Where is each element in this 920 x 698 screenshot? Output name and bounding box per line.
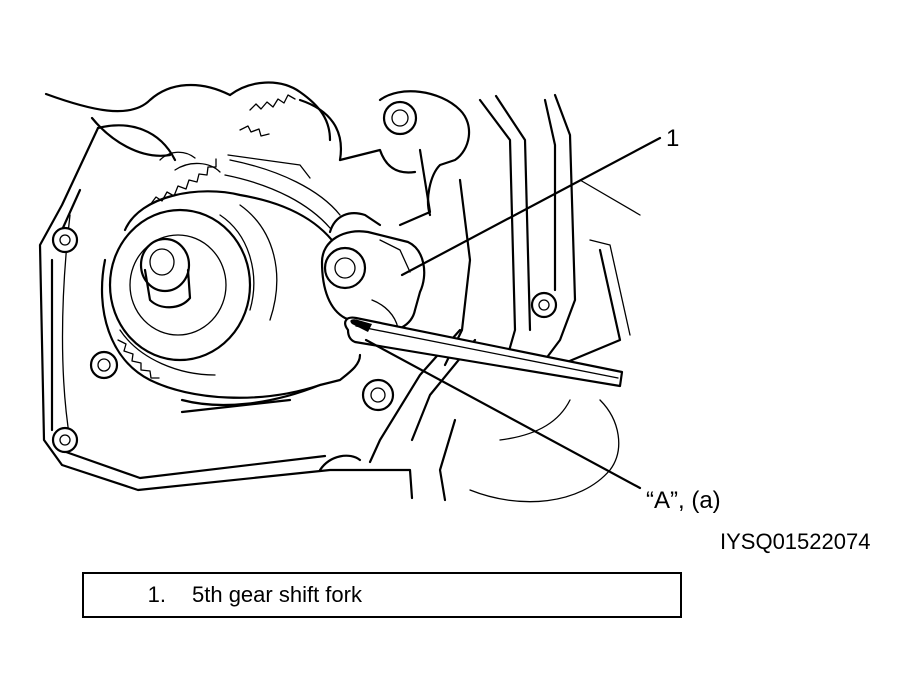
gear-teeth-upper	[149, 94, 296, 206]
case-bolt-holes	[51, 226, 558, 454]
leader-lines	[364, 136, 662, 490]
transmission-illustration: 1 “A”, (a) IYSQ01522074	[38, 81, 870, 554]
legend-item-number: 1.	[147, 582, 166, 607]
callout-part-1: 1	[666, 125, 679, 152]
callout-point-a: “A”, (a)	[646, 487, 721, 514]
shift-fork	[320, 212, 426, 333]
feeler-gauge	[344, 316, 624, 388]
upper-lug	[338, 90, 471, 227]
legend-item-label: 5th gear shift fork	[192, 582, 362, 607]
housing-ribs	[318, 93, 641, 503]
technician-hand	[44, 81, 343, 173]
figure-id: IYSQ01522074	[720, 529, 870, 554]
gear-hub	[100, 154, 362, 414]
legend-box: 1. 5th gear shift fork	[82, 572, 682, 618]
